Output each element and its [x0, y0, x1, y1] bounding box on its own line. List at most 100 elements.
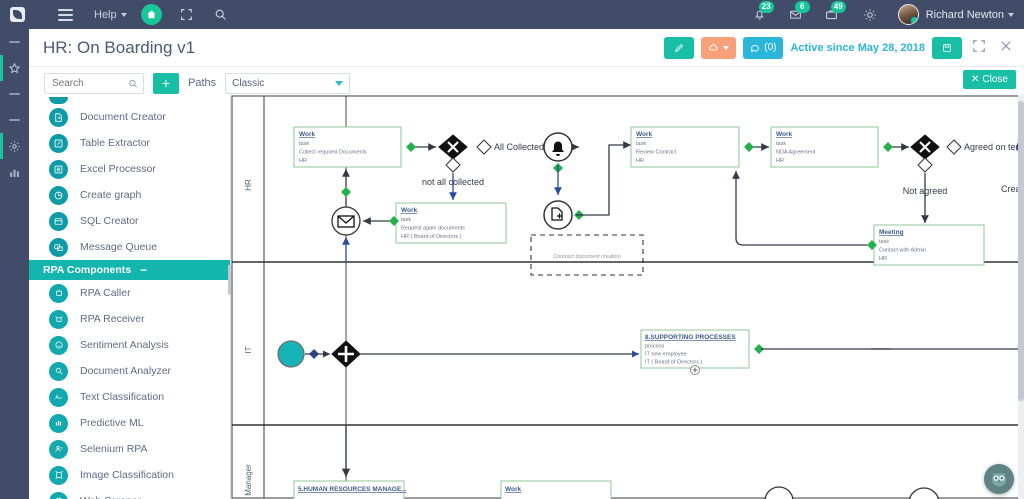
search-box[interactable] — [44, 72, 144, 94]
rail-item-favorites[interactable] — [0, 55, 29, 81]
process-title: 8.SUPPORTING PROCESSES — [645, 334, 736, 341]
palette-item-excel-processor[interactable]: Excel Processor — [29, 156, 230, 182]
bpmn-diagram[interactable]: HR IT Manager Work task Collect required… — [231, 95, 1018, 499]
fullscreen-icon[interactable] — [178, 6, 196, 24]
task-title: Work — [299, 131, 316, 138]
selenium-icon — [49, 439, 68, 459]
task-collect-required-documents[interactable]: Work task Collect required Documents HR — [293, 126, 402, 168]
task-request-again-documents[interactable]: Work task Request again documents HR ( B… — [395, 202, 507, 244]
palette-item-label: Table Extractor — [80, 137, 151, 149]
document-event-icon[interactable] — [543, 200, 573, 230]
deploy-button[interactable] — [701, 36, 737, 59]
task-nda-agreement[interactable]: Work task NDA Agreement HR — [770, 126, 879, 168]
minus-icon[interactable]: − — [140, 263, 148, 277]
palette-item-sentiment-analysis[interactable]: Sentiment Analysis — [29, 332, 230, 358]
palette-item-label: Image Classification — [80, 469, 174, 481]
signal-event-icon[interactable] — [543, 132, 573, 162]
palette-item-rpa-receiver[interactable]: RPA Receiver — [29, 306, 230, 332]
canvas-vertical-scrollbar[interactable] — [1018, 95, 1024, 499]
close-panel-button[interactable]: ✕ Close — [963, 70, 1016, 89]
palette-item-image-classification[interactable]: Image Classification — [29, 462, 230, 488]
palette-item-web-scraper[interactable]: Web Scraper — [29, 488, 230, 499]
task-review-contract[interactable]: Work task Review Contract HR — [630, 126, 740, 168]
briefcase-icon[interactable]: 49 — [822, 0, 846, 26]
palette-partial-item — [29, 95, 230, 104]
process-supporting-processes[interactable]: 8.SUPPORTING PROCESSES process IT new em… — [640, 329, 750, 375]
process-human-resources-manage[interactable]: 5.HUMAN RESOURCES MANAGE... — [293, 480, 407, 499]
lane-label-it: IT — [244, 346, 253, 353]
cloud-icon — [709, 44, 718, 51]
palette-item-document-creator[interactable]: Document Creator — [29, 104, 230, 130]
scrollbar-thumb[interactable] — [1018, 101, 1024, 401]
manager-event-icon-1[interactable] — [764, 486, 794, 499]
palette-item-selenium-rpa[interactable]: Selenium RPA — [29, 436, 230, 462]
palette-item-message-queue[interactable]: Message Queue — [29, 234, 230, 260]
palette-group-rpa-components[interactable]: RPA Components − — [29, 260, 230, 280]
search-icon — [129, 79, 138, 88]
brightness-icon[interactable] — [860, 4, 880, 26]
flow-marker — [883, 142, 893, 152]
bpmn-canvas[interactable]: HR IT Manager Work task Collect required… — [231, 95, 1018, 499]
web-scraper-icon — [49, 491, 68, 499]
mail-icon[interactable]: 6 — [786, 0, 810, 26]
edge-label-all-collected: All Collected — [494, 142, 544, 152]
components-palette: Document Creator Table Extractor Excel P… — [29, 95, 231, 499]
palette-item-label: RPA Receiver — [80, 313, 145, 325]
add-path-button[interactable]: + — [153, 72, 179, 94]
close-panel-label: Close — [982, 74, 1008, 85]
process-name: IT new employee — [645, 352, 687, 358]
start-event-icon[interactable] — [277, 340, 305, 368]
palette-item-document-analyzer[interactable]: Document Analyzer — [29, 358, 230, 384]
rail-item-settings[interactable] — [0, 133, 29, 159]
rail-item-2[interactable] — [0, 81, 29, 107]
chevron-down-icon — [335, 80, 344, 86]
top-navigation-bar: Help 23 — [0, 0, 1024, 29]
page-title: HR: On Boarding v1 — [43, 37, 196, 57]
paths-select[interactable]: Classic — [225, 72, 351, 94]
avatar[interactable] — [897, 4, 919, 25]
queue-icon — [49, 237, 68, 257]
task-contact-with-admin[interactable]: Meeting task Contact with Admin HR — [873, 224, 985, 266]
hamburger-menu-icon[interactable] — [48, 0, 82, 29]
task-type: task — [299, 141, 309, 147]
search-icon[interactable] — [212, 6, 230, 24]
help-menu[interactable]: Help — [94, 9, 127, 21]
search-input[interactable] — [50, 76, 128, 90]
lane-label-manager: Manager — [244, 464, 253, 496]
save-icon — [943, 43, 951, 52]
bell-icon[interactable]: 23 — [750, 0, 774, 26]
close-button[interactable] — [996, 39, 1016, 57]
rail-item-3[interactable] — [0, 107, 29, 133]
home-icon[interactable] — [140, 4, 162, 25]
task-title: Work — [505, 486, 522, 493]
user-menu[interactable]: Richard Newton — [926, 9, 1014, 21]
palette-item-predictive-ml[interactable]: Predictive ML — [29, 410, 230, 436]
table-edit-icon — [49, 133, 68, 153]
flow-marker — [754, 344, 764, 354]
palette-item-table-extractor[interactable]: Table Extractor — [29, 130, 230, 156]
rail-item-0[interactable] — [0, 29, 29, 55]
palette-item-rpa-caller[interactable]: RPA Caller — [29, 280, 230, 306]
save-button[interactable] — [932, 36, 962, 59]
rail-item-reports[interactable] — [0, 159, 29, 185]
chatbot-owl-icon[interactable] — [984, 464, 1014, 494]
palette-item-sql-creator[interactable]: SQL Creator — [29, 208, 230, 234]
comments-button[interactable]: (0) — [743, 36, 784, 59]
manager-event-icon-2[interactable] — [908, 487, 940, 499]
predictive-icon — [49, 413, 68, 433]
message-event-icon[interactable] — [331, 206, 361, 236]
expand-button[interactable] — [969, 39, 989, 57]
task-manager-work[interactable]: Work — [500, 480, 612, 499]
task-name: NDA Agreement — [776, 150, 816, 156]
edit-button[interactable] — [664, 36, 695, 59]
palette-item-create-graph[interactable]: Create graph — [29, 182, 230, 208]
canvas-scroll-handle[interactable] — [228, 265, 231, 295]
pencil-icon — [675, 43, 684, 52]
app-logo-icon[interactable] — [0, 0, 34, 29]
parallel-gateway-icon[interactable] — [331, 340, 361, 368]
x-icon: ✕ — [971, 74, 980, 85]
palette-item-label: Sentiment Analysis — [80, 339, 169, 351]
